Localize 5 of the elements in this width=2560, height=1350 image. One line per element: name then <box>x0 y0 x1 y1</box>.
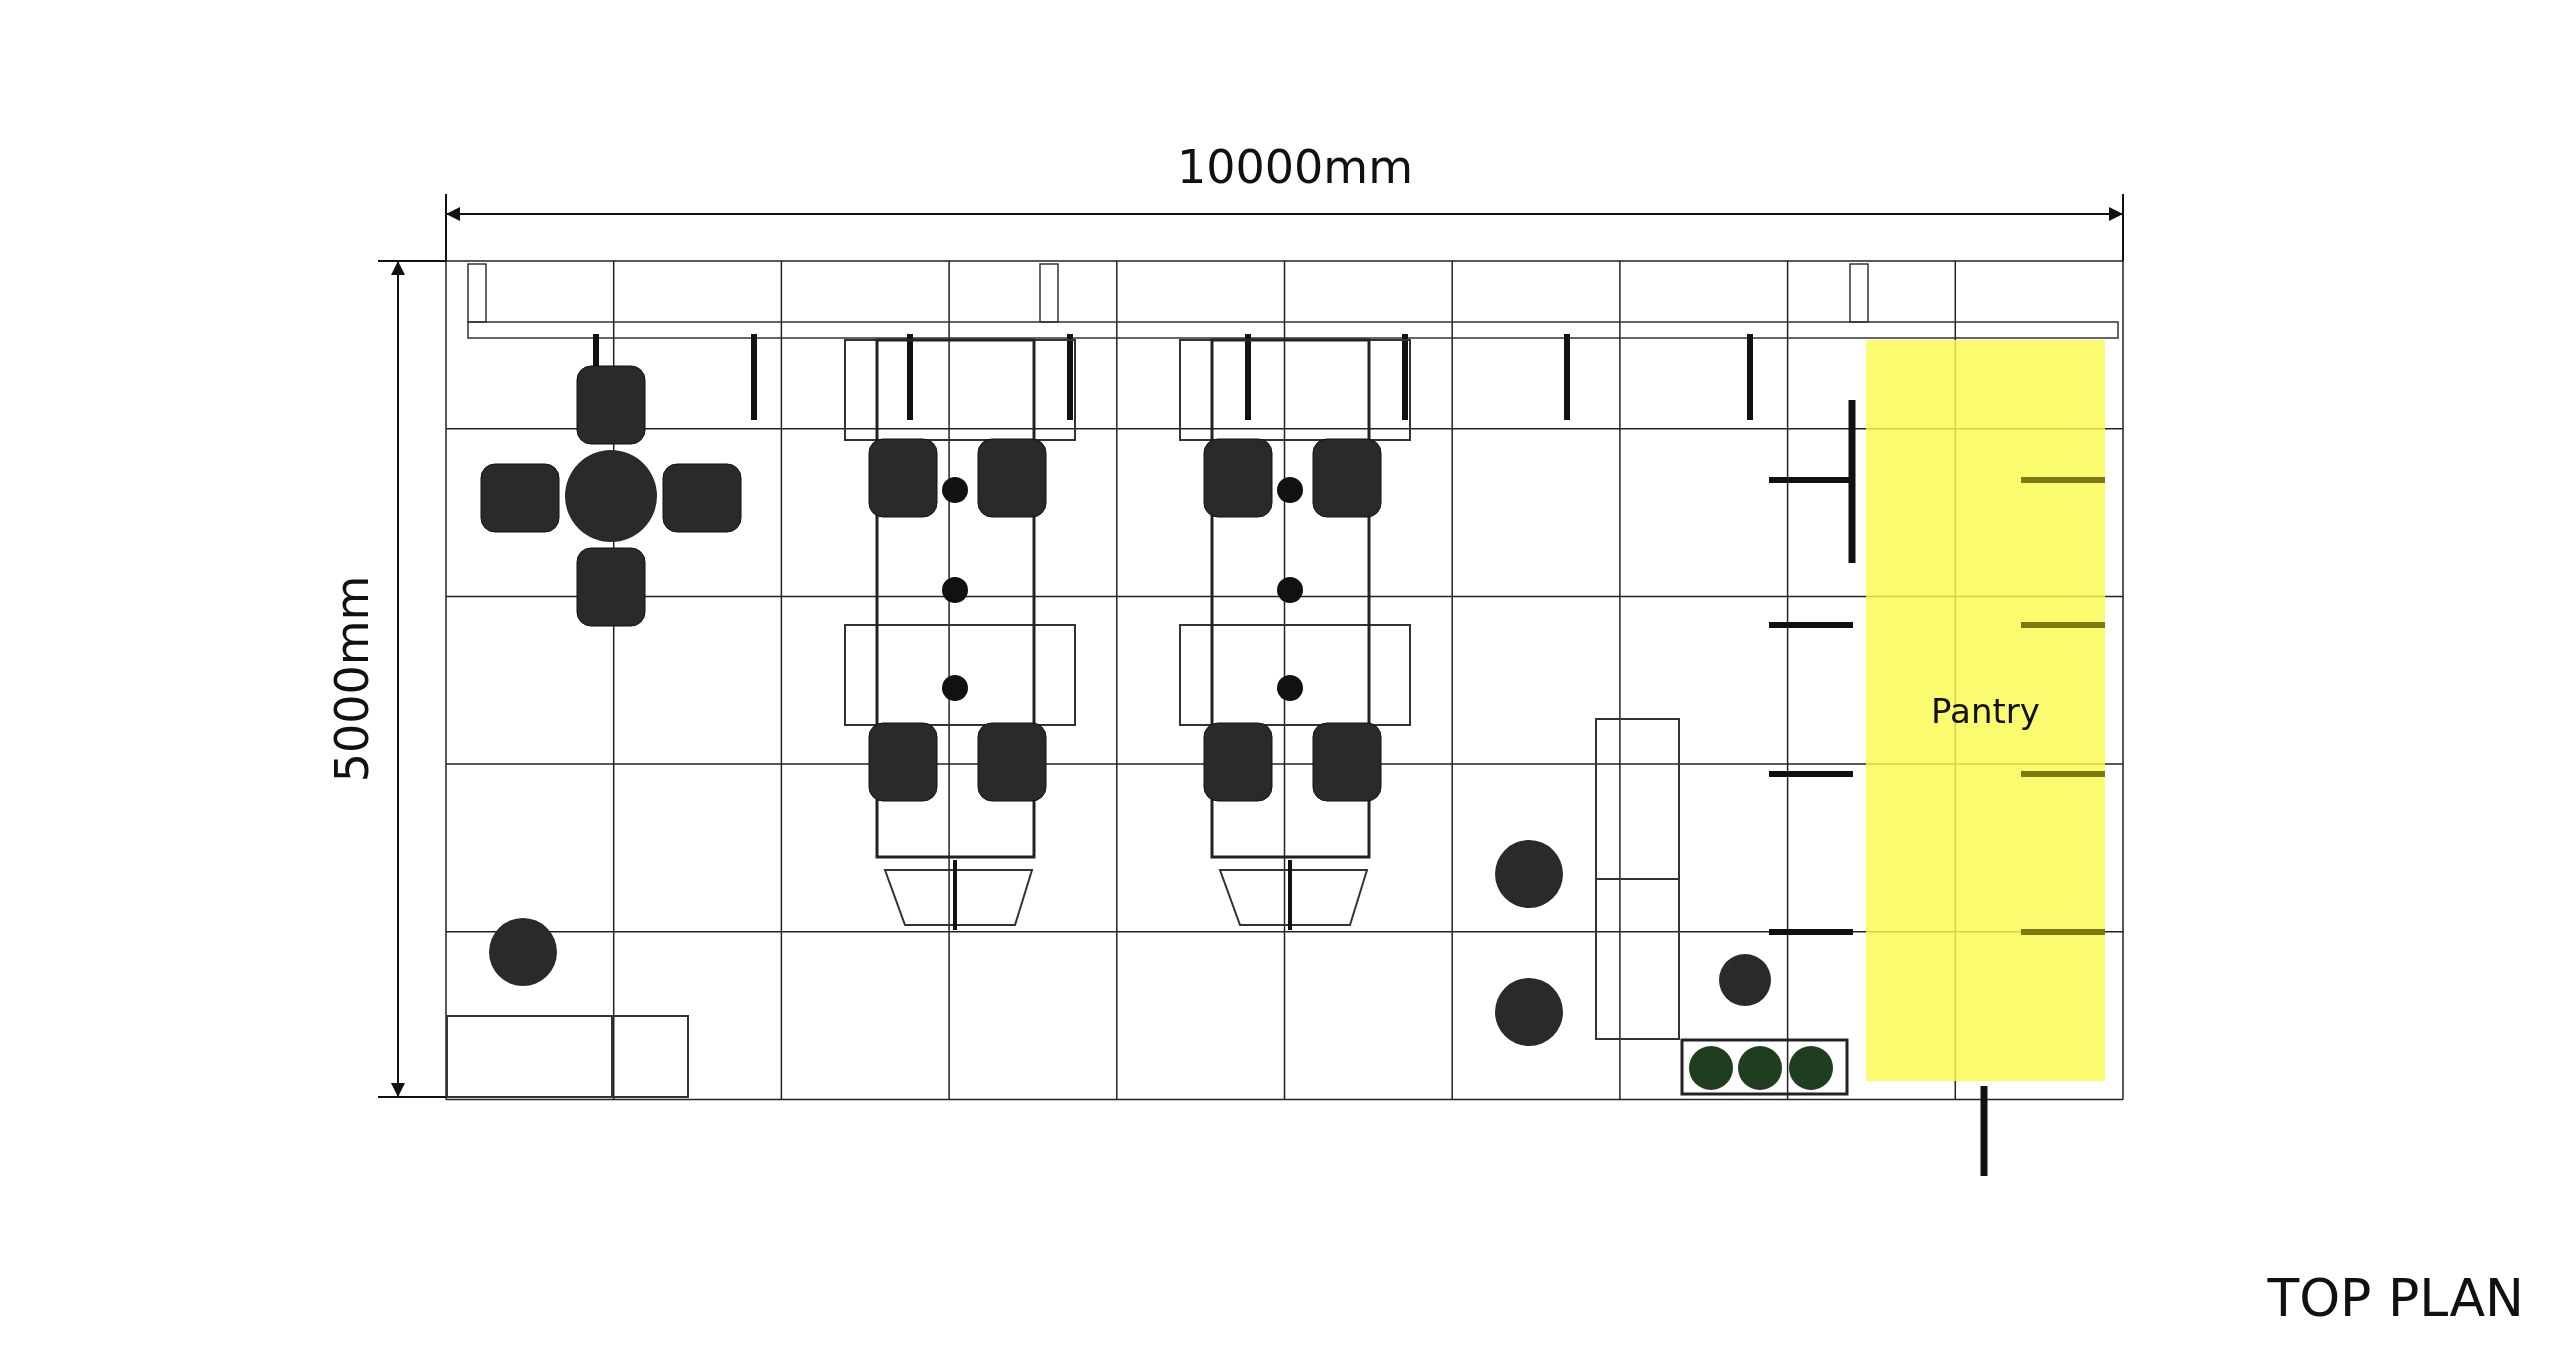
dimension-label: 5000mm <box>325 575 379 783</box>
room-label: Pantry <box>1931 690 2040 731</box>
plan-title: TOP PLAN <box>2267 1268 2524 1328</box>
dimension-label: 10000mm <box>1177 140 1413 194</box>
pantry-area <box>1866 340 2105 1081</box>
